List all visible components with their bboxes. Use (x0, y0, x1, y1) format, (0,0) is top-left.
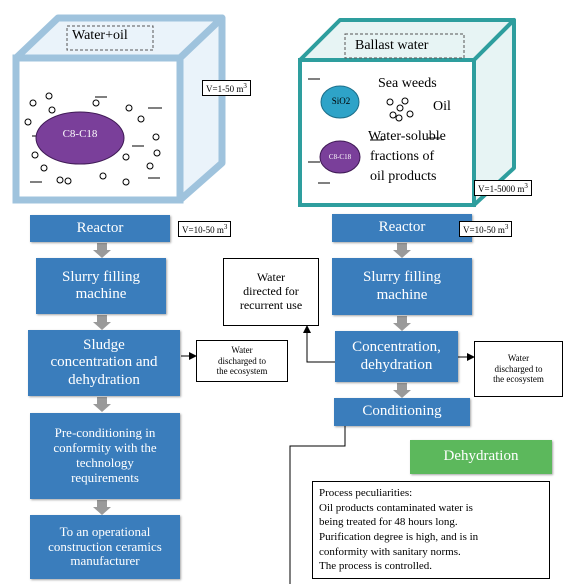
left-water-discharge-note: Water discharged to the ecosystem (196, 340, 288, 382)
left-slurry-box: Slurry filling machine (36, 258, 166, 314)
precond-line-2: conformity with the (53, 440, 157, 456)
right-discharge-line-3: the ecosystem (493, 374, 544, 385)
connector-lines (181, 325, 475, 584)
right-concentration-box: Concentration, dehydration (335, 331, 458, 382)
recurrent-line-1: Water (256, 270, 286, 285)
left-ceramics-box: To an operational construction ceramics … (30, 515, 180, 579)
left-reactor-box: Reactor (30, 215, 170, 242)
right-molecule-blob (319, 140, 361, 174)
right-cube-label: Ballast water (355, 38, 429, 53)
peculiarities-line-3: being treated for 48 hours long. (319, 516, 458, 529)
left-sludge-box: Sludge concentration and dehydration (28, 330, 180, 396)
water-soluble-label-1: Water-soluble (368, 129, 446, 144)
right-cube-volume: V=1-5000 m3 (474, 180, 532, 196)
peculiarities-line-5: conformity with sanitary norms. (319, 545, 461, 558)
right-conc-line-1: Concentration, (352, 339, 441, 356)
left-cube (12, 14, 226, 204)
peculiarities-line-2: Oil products contaminated water is (319, 501, 473, 514)
precond-line-3: technology (76, 455, 134, 470)
peculiarities-line-4: Purification degree is high, and is in (319, 530, 479, 543)
ceramics-line-1: To an operational (59, 523, 151, 539)
right-cube-label-frame (344, 33, 465, 59)
process-peculiarities-box: Process peculiarities: Oil products cont… (312, 481, 550, 579)
left-slurry-line-2: machine (75, 286, 127, 302)
recurrent-use-note: Water directed for recurrent use (223, 258, 319, 326)
peculiarities-line-6: The process is controlled. (319, 560, 433, 573)
left-slurry-line-1: Slurry filling (62, 268, 140, 285)
left-sludge-line-2: concentration and (50, 354, 158, 371)
ceramics-line-3: manufacturer (70, 553, 140, 569)
left-discharge-line-3: the ecosystem (216, 366, 268, 377)
recurrent-line-3: recurrent use (239, 297, 303, 312)
precond-line-1: Pre-conditioning in (54, 425, 156, 441)
right-reactor-box: Reactor (332, 214, 472, 242)
recurrent-line-2: directed for (243, 284, 299, 299)
right-discharge-line-2: discharged to (494, 363, 543, 374)
left-flow-arrows (93, 243, 111, 515)
water-soluble-label-2: fractions of (370, 149, 435, 164)
right-cube (298, 18, 516, 207)
right-molecule-label: C8-C18 (328, 153, 352, 161)
precond-line-4: requirements (71, 469, 139, 485)
left-sludge-line-3: dehydration (68, 371, 140, 388)
left-molecule-blob (35, 111, 125, 165)
right-slurry-line-2: machine (376, 286, 428, 303)
right-slurry-box: Slurry filling machine (332, 258, 472, 315)
left-molecule-label: C8-C18 (62, 128, 98, 140)
right-discharge-line-1: Water (507, 353, 530, 364)
left-preconditioning-box: Pre-conditioning in conformity with the … (30, 413, 180, 499)
left-discharge-line-1: Water (231, 345, 253, 356)
water-soluble-label-3: oil products (370, 169, 437, 184)
right-cube-particles (308, 78, 440, 184)
left-reactor-volume: V=10-50 m3 (178, 221, 232, 237)
conditioning-box: Conditioning (334, 398, 470, 426)
left-cube-label: Water+oil (72, 28, 128, 43)
left-discharge-line-2: discharged to (217, 355, 267, 366)
sea-weeds-label: Sea weeds (378, 76, 437, 91)
left-cube-volume: V=1-50 m3 (202, 80, 251, 96)
right-sio2-blob (320, 85, 360, 119)
left-sludge-line-1: Sludge (83, 337, 125, 354)
peculiarities-title: Process peculiarities: (319, 487, 413, 499)
right-reactor-volume: V=10-50 m3 (459, 221, 513, 237)
right-flow-arrows (393, 243, 411, 398)
oil-label: Oil (433, 99, 451, 114)
right-conc-line-2: dehydration (360, 356, 433, 373)
ceramics-line-2: construction ceramics (48, 538, 162, 554)
right-water-discharge-note: Water discharged to the ecosystem (474, 341, 563, 397)
right-slurry-line-1: Slurry filling (363, 269, 441, 286)
sio2-label: SiO2 (331, 96, 351, 106)
left-cube-label-frame (66, 25, 154, 51)
dehydration-box: Dehydration (410, 440, 552, 474)
